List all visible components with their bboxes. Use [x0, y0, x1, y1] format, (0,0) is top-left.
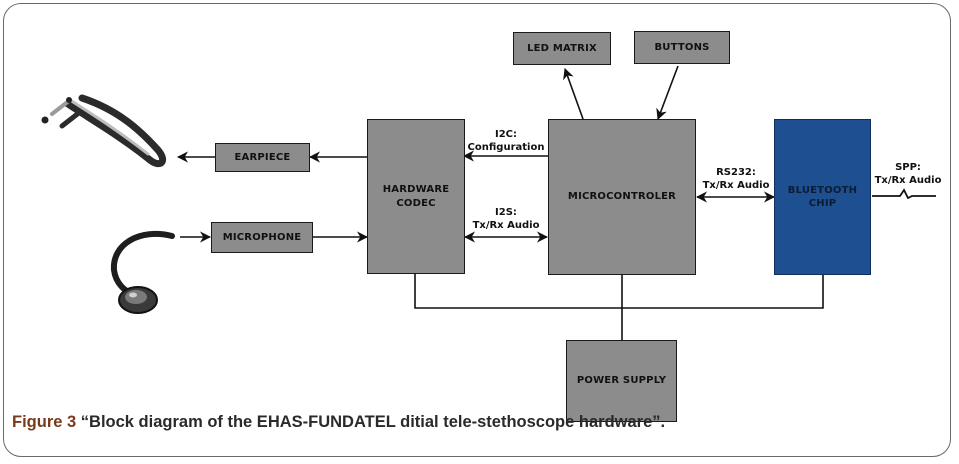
spp-label: SPP: Tx/Rx Audio [870, 161, 946, 187]
spp-desc: Tx/Rx Audio [874, 175, 942, 186]
earpiece-block: EARPIECE [215, 143, 310, 172]
stethoscope-headset-image [41, 94, 166, 168]
buttons-block: BUTTONS [634, 31, 730, 64]
i2s-title: I2S: [495, 207, 517, 218]
i2c-title: I2C: [494, 129, 518, 140]
connectors [176, 65, 936, 340]
stethoscope-chestpiece-image [110, 230, 175, 314]
i2s-desc: Tx/Rx Audio [472, 220, 540, 231]
rs232-title: RS232: [716, 167, 756, 178]
i2c-label: I2C: Configuration [466, 128, 546, 154]
rs232-desc: Tx/Rx Audio [702, 180, 770, 191]
power-supply-block: POWER SUPPLY [566, 340, 677, 422]
microcontroler-block: MICROCONTROLER [548, 119, 696, 275]
hardware-codec-block: HARDWARE CODEC [367, 119, 465, 274]
i2s-label: I2S: Tx/Rx Audio [466, 206, 546, 232]
antenna-symbol [872, 188, 936, 200]
led-matrix-block: LED MATRIX [513, 32, 611, 65]
i2c-desc: Configuration [467, 142, 545, 153]
buttons-to-mcu-arrow [656, 65, 679, 121]
power-bus-line [414, 274, 824, 340]
caption-text: “Block diagram of the EHAS-FUNDATEL diti… [80, 413, 666, 431]
bluetooth-chip-block: BLUETOOTH CHIP [774, 119, 871, 275]
caption-label: Figure 3 [12, 413, 77, 431]
rs232-label: RS232: Tx/Rx Audio [697, 166, 775, 192]
spp-title: SPP: [895, 162, 921, 173]
mcu-to-led-arrow [563, 67, 584, 120]
figure-caption: Figure 3 “Block diagram of the EHAS-FUND… [12, 413, 665, 432]
microphone-block: MICROPHONE [211, 222, 313, 253]
